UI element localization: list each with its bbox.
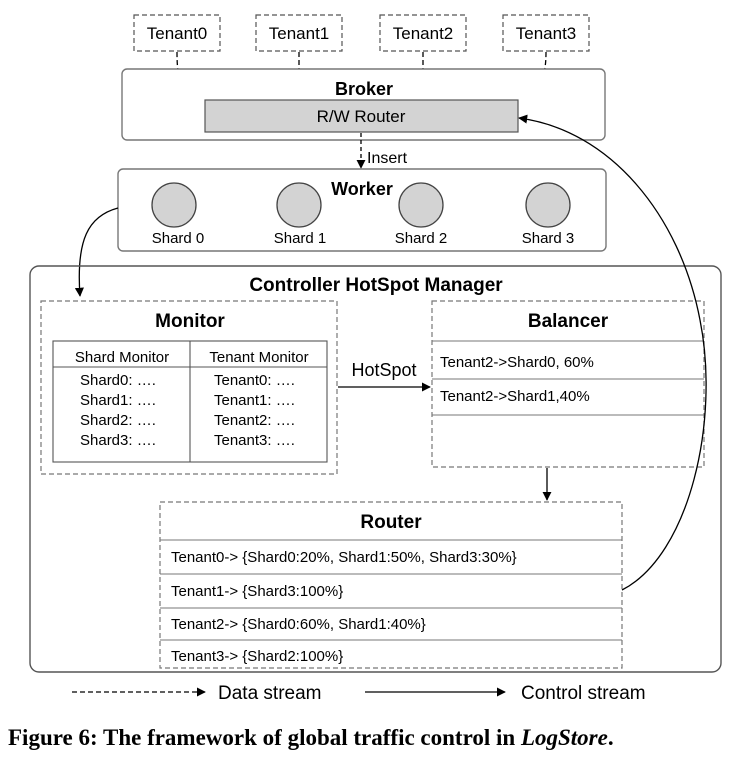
router-title: Router (360, 512, 422, 533)
tenant-2: Tenant2 (379, 14, 467, 52)
tenant-monitor-row: Tenant2: …. (214, 412, 295, 429)
tenant-1-label: Tenant1 (269, 24, 330, 43)
insert-label: Insert (367, 150, 408, 167)
tenant-monitor-row: Tenant1: …. (214, 392, 295, 409)
monitor-box: Monitor Shard Monitor Tenant Monitor Sha… (40, 300, 338, 475)
rw-router-label: R/W Router (317, 107, 406, 126)
controller-box: Controller HotSpot Manager (29, 265, 722, 673)
shard-monitor-row: Shard3: …. (80, 432, 156, 449)
tenant-3: Tenant3 (502, 14, 590, 52)
balancer-box: Balancer Tenant2->Shard0, 60% Tenant2->S… (431, 300, 705, 468)
worker-to-monitor-arrow (74, 207, 119, 297)
shard-0-label: Shard 0 (152, 230, 205, 247)
shard-2-circle (398, 182, 444, 228)
figure-caption: Figure 6: The framework of global traffi… (8, 725, 614, 750)
caption-prefix: Figure 6: The framework of global traffi… (8, 725, 521, 750)
monitor-title: Monitor (155, 311, 225, 332)
shard-3-label: Shard 3 (522, 230, 575, 247)
worker-box: Worker Shard 0 Shard 1 Shard 2 Shard 3 (117, 168, 607, 252)
router-row: Tenant3-> {Shard2:100%} (171, 648, 343, 665)
legend: Data stream Control stream (72, 683, 646, 704)
balancer-row: Tenant2->Shard1,40% (440, 388, 590, 405)
tenant-3-label: Tenant3 (516, 24, 577, 43)
rw-router-box (204, 99, 519, 133)
router-row: Tenant1-> {Shard3:100%} (171, 583, 343, 600)
shard-2-label: Shard 2 (395, 230, 448, 247)
controller-title: Controller HotSpot Manager (249, 275, 503, 296)
shard-monitor-row: Shard1: …. (80, 392, 156, 409)
broker-box: Broker R/W Router (121, 68, 606, 141)
shard-0-circle (151, 182, 197, 228)
tenant-1: Tenant1 (255, 14, 343, 52)
tenant-2-label: Tenant2 (393, 24, 454, 43)
shard-monitor-row: Shard2: …. (80, 412, 156, 429)
broker-title: Broker (335, 79, 393, 99)
router-row: Tenant0-> {Shard0:20%, Shard1:50%, Shard… (171, 549, 517, 566)
shard-monitor-header: Shard Monitor (75, 349, 169, 366)
worker-title: Worker (331, 179, 393, 199)
shard-3-circle (525, 182, 571, 228)
balancer-title: Balancer (528, 311, 609, 332)
legend-data-stream-label: Data stream (218, 683, 321, 704)
tenant-0: Tenant0 (133, 14, 221, 52)
shard-monitor-row: Shard0: …. (80, 372, 156, 389)
hotspot-label: HotSpot (351, 360, 416, 380)
tenant-monitor-row: Tenant3: …. (214, 432, 295, 449)
tenant-monitor-header: Tenant Monitor (209, 349, 308, 366)
router-box: Router Tenant0-> {Shard0:20%, Shard1:50%… (159, 501, 623, 669)
shard-1-label: Shard 1 (274, 230, 327, 247)
shard-1-circle (276, 182, 322, 228)
caption-suffix: . (608, 725, 614, 750)
caption-emphasis: LogStore (520, 725, 608, 750)
tenant-0-label: Tenant0 (147, 24, 208, 43)
legend-control-stream-label: Control stream (521, 683, 646, 704)
balancer-row: Tenant2->Shard0, 60% (440, 354, 594, 371)
router-row: Tenant2-> {Shard0:60%, Shard1:40%} (171, 616, 426, 633)
tenant-monitor-row: Tenant0: …. (214, 372, 295, 389)
router-to-rw-router-arrow (518, 114, 707, 591)
